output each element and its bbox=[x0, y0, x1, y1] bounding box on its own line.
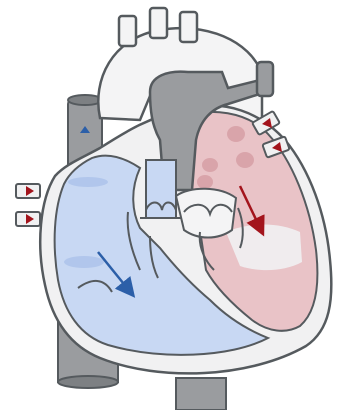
venous-entry-top bbox=[68, 177, 108, 187]
venous-entry-bottom bbox=[64, 256, 104, 268]
pulmonary-artery-branch bbox=[257, 62, 273, 96]
left-subclavian-branch bbox=[180, 12, 197, 42]
pulmonary-vein-opening-3 bbox=[202, 158, 218, 172]
inflow-markers-right bbox=[16, 184, 40, 226]
pulmonary-vein-opening-4 bbox=[197, 175, 213, 189]
central-valves bbox=[176, 189, 236, 238]
pulmonary-vein-opening-2 bbox=[236, 152, 254, 168]
left-carotid-branch bbox=[150, 8, 167, 38]
descending-aorta-stub bbox=[176, 378, 226, 410]
pulmonary-vein-opening-1 bbox=[227, 126, 245, 142]
ascending-aorta-channel bbox=[140, 160, 182, 218]
brachiocephalic-branch bbox=[119, 16, 136, 46]
